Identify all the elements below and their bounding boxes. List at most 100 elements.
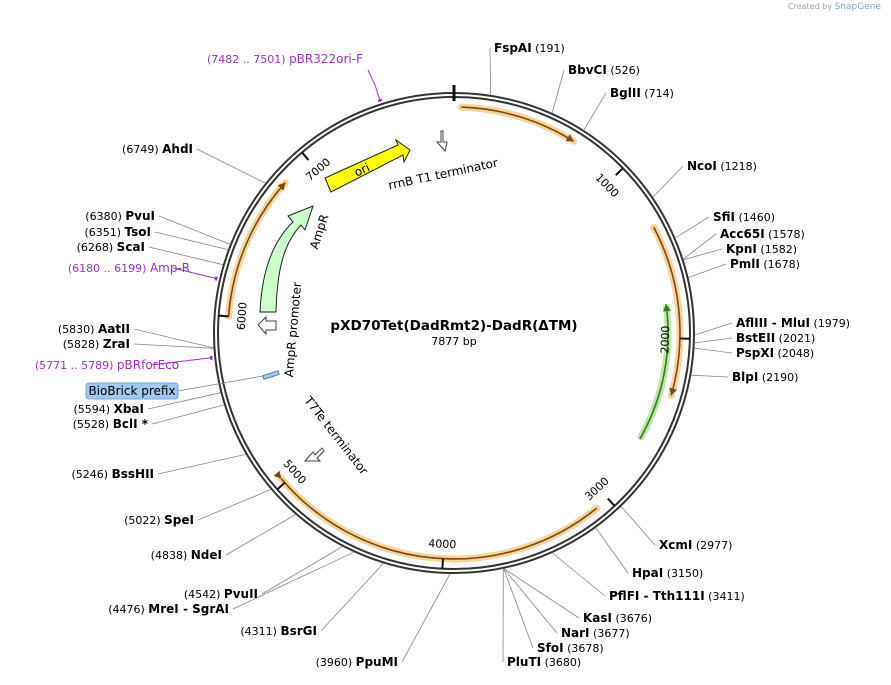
- enzyme-label[interactable]: NcoI (1218): [687, 159, 757, 173]
- enzyme-coord: (6351): [84, 226, 124, 239]
- primer-coord: (7482 .. 7501): [207, 53, 289, 66]
- enzyme-leader-line: [148, 246, 223, 266]
- enzyme-name: PvuII: [224, 587, 258, 601]
- enzyme-label[interactable]: KasI (3676): [583, 611, 652, 625]
- enzyme-leader-line: [694, 337, 733, 344]
- enzyme-coord: (2190): [758, 371, 798, 384]
- enzyme-coord: (4311): [240, 625, 280, 638]
- enzyme-name: BssHII: [112, 467, 154, 481]
- enzyme-coord: (2021): [775, 332, 815, 345]
- enzyme-name: ScaI: [117, 240, 145, 254]
- enzyme-name: NcoI: [687, 159, 717, 173]
- enzyme-name: KasI: [583, 611, 612, 625]
- enzyme-label[interactable]: (6351) TsoI: [84, 225, 151, 239]
- enzyme-name: PflFI - Tth111I: [609, 589, 705, 603]
- enzyme-coord: (5246): [72, 468, 112, 481]
- enzyme-label[interactable]: (5828) ZraI: [63, 337, 130, 351]
- enzyme-label[interactable]: BlpI (2190): [732, 370, 798, 384]
- enzyme-coord: (3676): [612, 612, 652, 625]
- enzyme-label[interactable]: BstEII (2021): [736, 331, 815, 345]
- enzyme-label[interactable]: (3960) PpuMI: [316, 655, 398, 669]
- ori-label: ori: [352, 160, 372, 179]
- tick-label: 4000: [428, 537, 457, 551]
- enzyme-label[interactable]: NarI (3677): [561, 626, 630, 640]
- snapgene-branding: Created by SnapGene: [788, 2, 881, 12]
- enzyme-leader-line: [620, 506, 656, 546]
- biobrick-prefix-badge[interactable]: [85, 382, 179, 400]
- enzyme-coord: (6268): [77, 241, 117, 254]
- enzyme-name: HpaI: [632, 566, 663, 580]
- created-by-label: Created by: [788, 2, 833, 11]
- enzyme-label[interactable]: BbvCI (526): [568, 63, 640, 77]
- enzyme-leader-line: [133, 343, 214, 349]
- enzyme-coord: (6380): [85, 210, 125, 223]
- enzyme-label[interactable]: SfiI (1460): [713, 210, 775, 224]
- primer-label[interactable]: (6180 .. 6199) Amp-R: [68, 261, 190, 275]
- enzyme-leader-line: [652, 165, 684, 198]
- primer-name: Amp-R: [150, 261, 190, 275]
- green-orf-line[interactable]: [639, 304, 669, 440]
- enzyme-coord: (191): [532, 42, 565, 55]
- enzyme-leader-line: [688, 263, 727, 278]
- enzyme-coord: (1582): [757, 243, 797, 256]
- orf-4-line[interactable]: [227, 182, 286, 317]
- enzyme-label[interactable]: BglII (714): [610, 86, 674, 100]
- enzyme-label[interactable]: (6380) PvuI: [85, 209, 155, 223]
- enzyme-coord: (1979): [810, 317, 850, 330]
- orf-3-line[interactable]: [280, 478, 598, 560]
- enzyme-label[interactable]: FspAI (191): [494, 41, 565, 55]
- enzyme-label[interactable]: PflFI - Tth111I (3411): [609, 589, 745, 603]
- tick-mark: [607, 497, 616, 507]
- enzyme-label[interactable]: KpnI (1582): [726, 242, 797, 256]
- enzyme-label[interactable]: SfoI (3678): [537, 641, 604, 655]
- enzyme-leader-line: [151, 404, 225, 425]
- t7te-terminator-feature[interactable]: [303, 447, 325, 462]
- enzyme-label[interactable]: (4838) NdeI: [151, 548, 222, 562]
- enzyme-name: SpeI: [164, 513, 194, 527]
- label-layer: FspAI (191)BbvCI (526) BglII (714) NcoI (1…: [35, 41, 850, 669]
- enzyme-label[interactable]: Acc65I (1578): [720, 227, 805, 241]
- enzyme-label[interactable]: AflIII - MluI (1979): [736, 316, 850, 330]
- enzyme-label[interactable]: (6268) ScaI: [77, 240, 145, 254]
- ori-feature[interactable]: [324, 138, 411, 193]
- biobrick-prefix-label: BioBrick prefix: [88, 384, 175, 398]
- primer-label[interactable]: (5771 .. 5789) pBRforEco: [35, 358, 179, 372]
- enzyme-label[interactable]: PmlI (1678): [730, 257, 800, 271]
- enzyme-coord: (3678): [564, 642, 604, 655]
- enzyme-label[interactable]: (5528) BclI *: [73, 417, 149, 431]
- orf-layer: [225, 103, 684, 563]
- t7te-terminator-label: T7Te terminator: [301, 393, 371, 477]
- enzyme-label[interactable]: (5594) XbaI: [74, 402, 144, 416]
- enzyme-label[interactable]: PspXI (2048): [736, 346, 814, 360]
- enzyme-label[interactable]: (5246) BssHII: [72, 467, 154, 481]
- enzyme-label[interactable]: (4476) MreI - SgrAI: [108, 602, 229, 616]
- orf-2-line[interactable]: [653, 227, 681, 396]
- enzyme-leader-line: [147, 392, 221, 410]
- enzyme-leader-line: [158, 215, 231, 245]
- enzyme-label[interactable]: (5830) AatII: [58, 322, 130, 336]
- enzyme-label[interactable]: (5022) SpeI: [124, 513, 194, 527]
- orf-1-line[interactable]: [461, 106, 575, 142]
- ampr-feature[interactable]: [259, 205, 314, 313]
- enzyme-coord: (3677): [590, 627, 630, 640]
- tick-label: 3000: [582, 475, 611, 504]
- enzyme-leader-line: [694, 347, 733, 354]
- orf-1-arrow: [565, 134, 574, 142]
- enzyme-label[interactable]: (4542) PvuII: [184, 587, 258, 601]
- enzyme-label[interactable]: PluTI (3680): [507, 655, 581, 669]
- enzyme-label[interactable]: (6749) AhdI: [122, 142, 193, 156]
- primer-name: pBR322ori-F: [289, 52, 363, 66]
- enzyme-leader-line: [489, 47, 491, 95]
- enzyme-coord: (5830): [58, 323, 98, 336]
- primer-label[interactable]: (7482 .. 7501) pBR322ori-F: [207, 52, 363, 66]
- rrnb-terminator-feature[interactable]: [435, 130, 448, 153]
- ampr-promoter-feature[interactable]: [257, 315, 277, 336]
- plasmid-name: pXD70Tet(DadRmt2)-DadR(ΔTM): [330, 318, 577, 334]
- enzyme-leader-line: [401, 573, 451, 663]
- enzyme-name: FspAI: [494, 41, 532, 55]
- enzyme-label[interactable]: (4311) BsrGI: [240, 624, 317, 638]
- green-orf-arrow: [663, 304, 671, 312]
- enzyme-label[interactable]: HpaI (3150): [632, 566, 703, 580]
- enzyme-coord: (3411): [705, 590, 745, 603]
- enzyme-label[interactable]: XcmI (2977): [659, 538, 732, 552]
